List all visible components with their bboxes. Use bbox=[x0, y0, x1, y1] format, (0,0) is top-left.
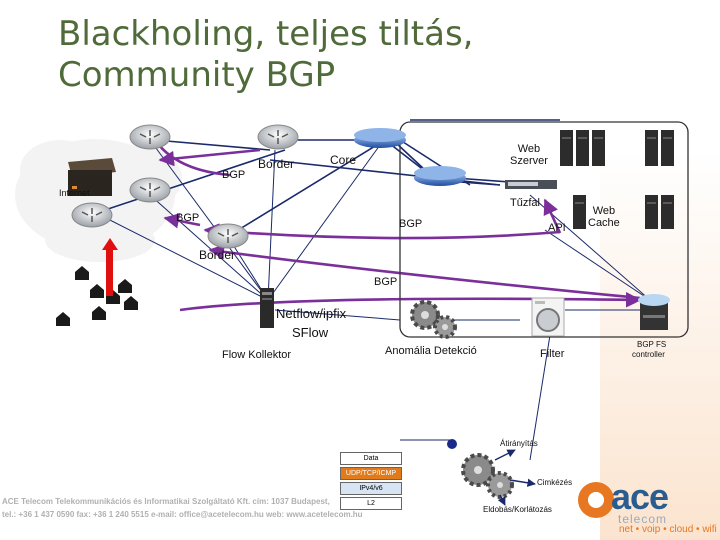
label-core: Core bbox=[330, 153, 357, 167]
ace-logo-mark bbox=[578, 482, 614, 518]
web-cache-rack-icon bbox=[573, 195, 674, 229]
firewall-icon bbox=[505, 180, 557, 189]
anomaly-gears-icon bbox=[410, 300, 457, 339]
stack-layer: IPv4/v6 bbox=[340, 482, 402, 495]
label-web-szerver: Web Szerver bbox=[510, 143, 548, 167]
label-sflow: SFlow bbox=[292, 325, 329, 340]
footer-line-2: tel.: +36 1 437 0590 fax: +36 1 240 5515… bbox=[2, 510, 363, 519]
router-icon bbox=[129, 177, 171, 203]
stack-layer: L2 bbox=[340, 497, 402, 510]
label-tuzfal: Tűzfal bbox=[510, 197, 540, 209]
router-icon bbox=[207, 223, 249, 249]
action-arrows bbox=[494, 449, 536, 506]
logo-word: ace bbox=[611, 476, 669, 517]
core-switch-icon bbox=[414, 166, 466, 186]
label-controller: controller bbox=[632, 350, 665, 359]
title-line-2: Community BGP bbox=[58, 55, 336, 95]
label-bgp-left: BGP bbox=[222, 169, 246, 181]
router-icon bbox=[71, 202, 113, 228]
web-server-rack-icon bbox=[560, 130, 674, 166]
logo-sub: telecom bbox=[618, 512, 668, 526]
stack-layer: Data bbox=[340, 452, 402, 465]
label-bgp-fs: BGP FS bbox=[637, 340, 667, 349]
stack-layer: UDP/TCP/ICMP bbox=[340, 467, 402, 480]
slide-title: Blackholing, teljes tiltás, Community BG… bbox=[58, 14, 473, 96]
footer-line-1: ACE Telecom Telekommunikációs és Informa… bbox=[2, 497, 330, 506]
house-icons bbox=[56, 266, 138, 326]
label-netflow: Netflow/ipfix bbox=[276, 306, 347, 321]
decor-gradient bbox=[600, 150, 720, 540]
label-eldobas: Eldobás/Korlátozás bbox=[483, 505, 552, 514]
filter-washer-icon bbox=[531, 297, 565, 337]
label-bgp-bottom: BGP bbox=[374, 276, 398, 288]
router-icon bbox=[257, 124, 299, 150]
action-gears-icon bbox=[461, 453, 514, 499]
label-internet: Internet bbox=[59, 188, 90, 198]
flow-collector-icon bbox=[260, 288, 274, 328]
router-icon bbox=[129, 124, 171, 150]
label-atiranyitas: Átirányítás bbox=[500, 439, 538, 448]
label-api: API bbox=[548, 222, 566, 234]
logo-tagline: net • voip • cloud • wifi bbox=[619, 524, 717, 535]
label-bgp-mid: BGP bbox=[399, 218, 423, 230]
label-bgp-mid-left: BGP bbox=[176, 212, 200, 224]
datacenter-frame bbox=[399, 121, 689, 338]
label-border-bottom: Border bbox=[199, 248, 236, 262]
core-switch-icon bbox=[354, 128, 406, 148]
label-web-cache: Web Cache bbox=[588, 205, 620, 229]
protocol-stack: Data UDP/TCP/ICMP IPv4/v6 L2 bbox=[340, 450, 402, 510]
label-filter: Filter bbox=[540, 348, 565, 360]
label-cimkezes: Cimkézés bbox=[537, 478, 573, 487]
traffic-spike-bar bbox=[106, 248, 113, 296]
title-line-1: Blackholing, teljes tiltás, bbox=[58, 14, 474, 54]
bgp-fs-controller-icon bbox=[638, 294, 670, 330]
label-anomalia: Anomália Detekció bbox=[385, 345, 477, 357]
label-flow-kollektor: Flow Kollektor bbox=[222, 349, 292, 361]
traffic-spike-arrowhead bbox=[102, 238, 118, 250]
action-node-dot bbox=[447, 439, 457, 449]
label-border-top: Border bbox=[258, 157, 295, 171]
attacker-device-icon bbox=[68, 158, 116, 196]
